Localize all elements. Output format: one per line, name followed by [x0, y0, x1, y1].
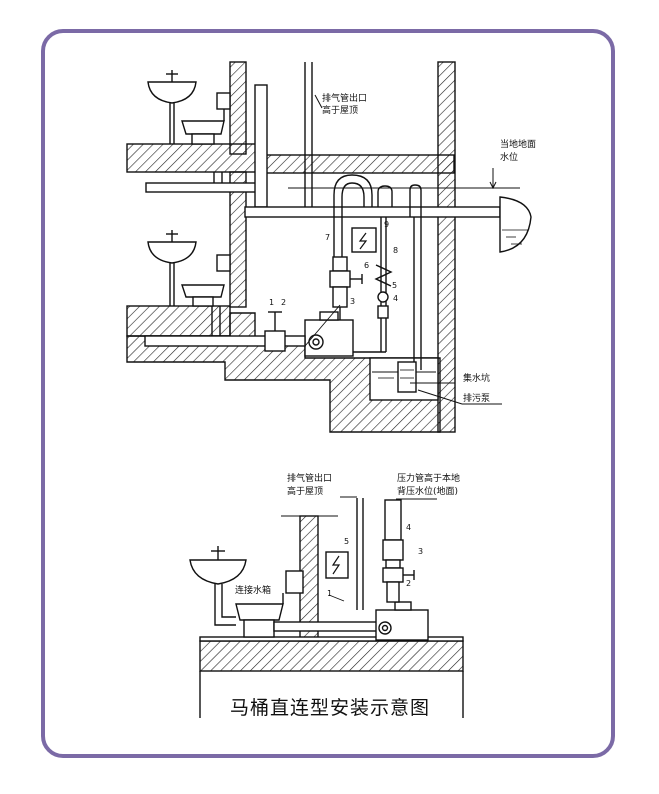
- discharge-pipe-horizontal: [244, 206, 501, 218]
- washbasin-upper: [147, 81, 197, 104]
- toilet-lower: [181, 284, 225, 298]
- warning-sign-upper: [351, 227, 377, 253]
- num-8-top: 8: [393, 246, 398, 255]
- vent-outlet-label-top-2: 高于屋顶: [322, 104, 358, 116]
- num-1-bottom: 1: [327, 589, 332, 598]
- vent-outlet-label-bottom-1: 排气管出口: [287, 472, 332, 484]
- num-5-top: 5: [392, 281, 397, 290]
- floor-slab-mid: [126, 305, 231, 337]
- pressure-pipe-label-1: 压力管高于本地: [397, 472, 460, 484]
- diagram-caption: 马桶直连型安装示意图: [229, 697, 430, 719]
- num-9-top: 9: [384, 220, 389, 229]
- ground-level-label-2: 水位: [500, 151, 518, 163]
- wall-upper-left: [229, 61, 247, 155]
- valve-7: [332, 256, 348, 272]
- toilet-outlet-pipe: [144, 335, 306, 347]
- num-4-top: 4: [393, 294, 398, 303]
- gate-valve-6: [329, 270, 351, 288]
- num-3-top: 3: [350, 297, 355, 306]
- sump-label: 集水坑: [463, 372, 490, 384]
- vent-outlet-label-top-1: 排气管出口: [322, 92, 367, 104]
- toilet-tank-upper: [216, 92, 231, 110]
- vent-stack-upper: [254, 84, 268, 208]
- sump-discharge-pipe: [409, 184, 422, 370]
- sump-pump: [397, 361, 417, 393]
- floor-slab-upper-right: [261, 154, 455, 174]
- toilet-to-pump-pipe: [273, 621, 385, 632]
- num-5-bottom: 5: [344, 537, 349, 546]
- drain-pipe-upper: [145, 182, 259, 193]
- floor-bottom: [199, 640, 464, 672]
- washbasin-lower: [147, 241, 197, 264]
- discharge-tank: [499, 196, 532, 253]
- num-7-top: 7: [325, 233, 330, 242]
- num-4-bottom: 4: [406, 523, 411, 532]
- ground-level-label-1: 当地地面: [500, 138, 536, 150]
- toilet-bottom: [235, 603, 284, 621]
- pressure-loop-1: [333, 174, 373, 257]
- valve-4-bottom: [382, 539, 404, 561]
- pressure-pipe-label-2: 背压水位(地面): [397, 485, 458, 497]
- pump-label: 排污泵: [463, 392, 490, 404]
- toilet-tank-lower: [216, 254, 231, 272]
- num-6-top: 6: [364, 261, 369, 270]
- toilet-tank-bottom: [285, 570, 304, 594]
- toilet-upper: [181, 120, 225, 135]
- num-1-top: 1: [269, 298, 274, 307]
- floor-slab-upper-left: [126, 143, 263, 173]
- vent-outlet-label-bottom-2: 高于屋顶: [287, 485, 323, 497]
- num-2-top: 2: [281, 298, 286, 307]
- tank-label: 连接水箱: [235, 584, 271, 596]
- num-3-bottom: 3: [418, 547, 423, 556]
- washbasin-bottom: [189, 559, 247, 585]
- pressure-pipe-bottom: [384, 499, 402, 541]
- check-valve-right: [374, 264, 393, 287]
- num-2-bottom: 2: [406, 579, 411, 588]
